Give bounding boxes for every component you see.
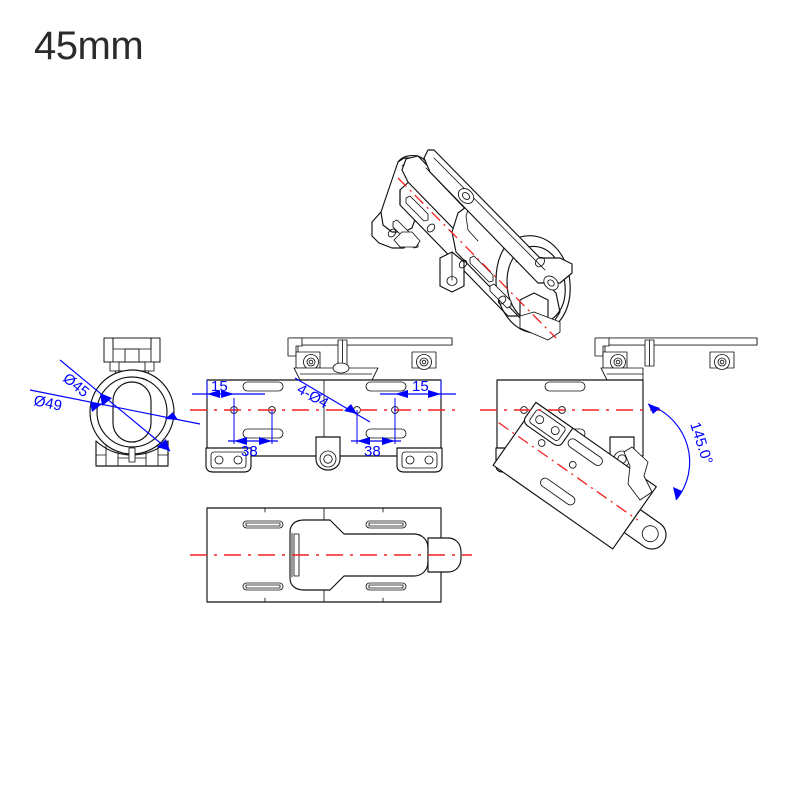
dim-spacing-left-text: 38 bbox=[241, 443, 258, 460]
dim-spacing-right: 38 bbox=[351, 410, 401, 460]
dim-offset-right-text: 15 bbox=[412, 378, 429, 395]
hinged-flap bbox=[492, 401, 667, 550]
iso-body bbox=[371, 149, 573, 341]
dim-spacing-right-text: 38 bbox=[364, 443, 381, 460]
dim-offset-left-text: 15 bbox=[211, 378, 228, 395]
dim-spacing-left: 38 bbox=[228, 410, 278, 460]
dim-bore-outer-text: Ø49 bbox=[32, 392, 63, 415]
dim-bore-outer: Ø49 bbox=[29, 389, 201, 425]
page-title: 45mm bbox=[34, 24, 144, 68]
hinge-knuckle bbox=[623, 446, 653, 501]
dim-offset-right: 15 bbox=[380, 378, 456, 413]
